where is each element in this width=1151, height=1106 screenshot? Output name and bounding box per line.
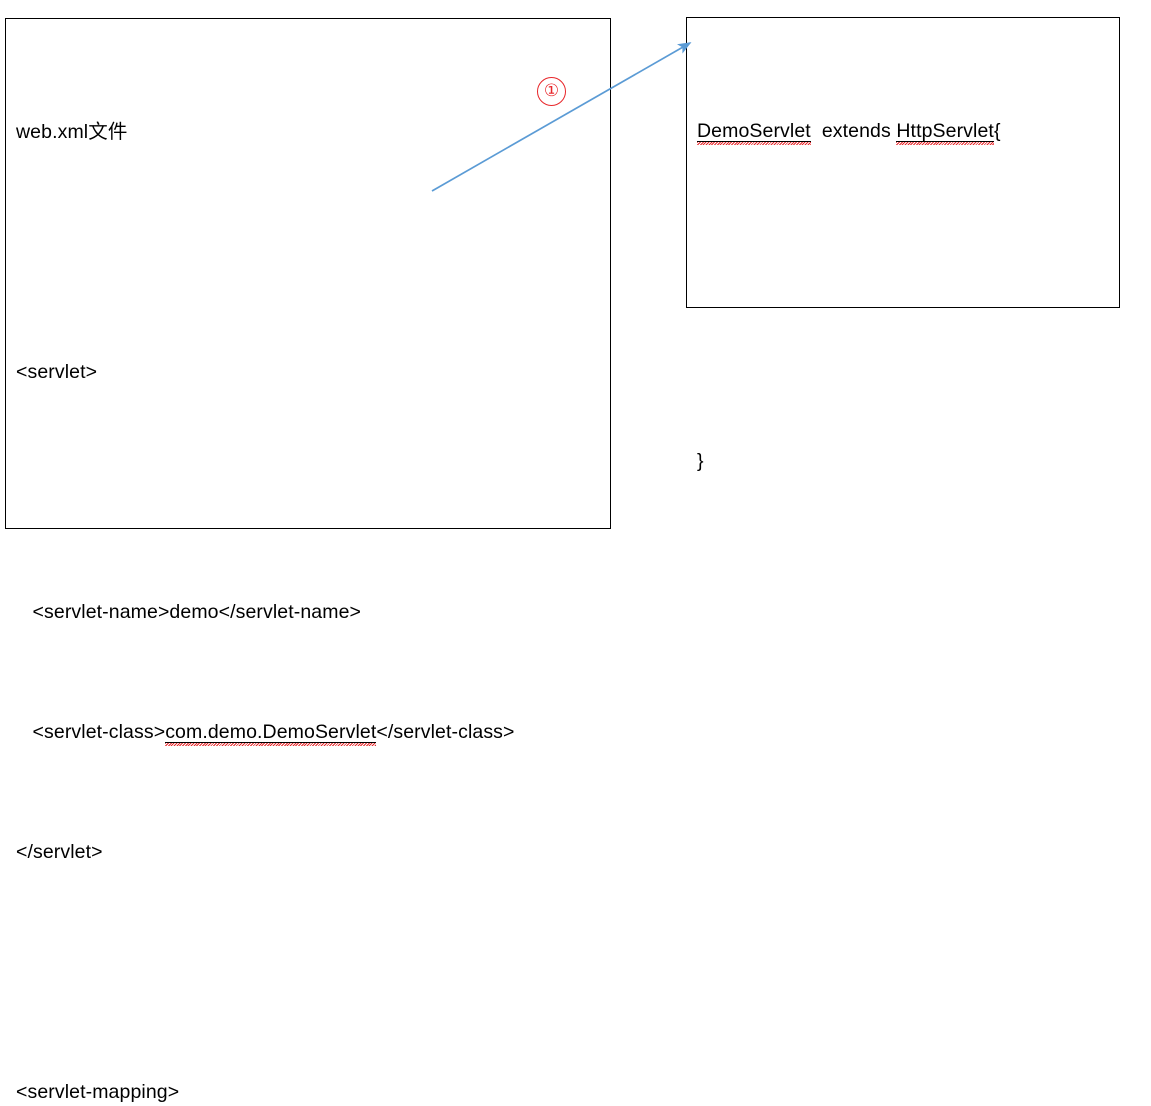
servlet-class-value-misspelled: com.demo.DemoServlet (165, 721, 377, 748)
servlet-class-open-tag: <servlet-class> (16, 721, 166, 743)
web-xml-code-block: web.xml文件 <servlet> <servlet-name>demo</… (16, 27, 606, 1106)
web-xml-servlet-name-line: <servlet-name>demo</servlet-name> (16, 601, 362, 623)
web-xml-title-line: web.xml文件 (16, 121, 128, 143)
web-xml-servlet-open-tag: <servlet> (16, 361, 98, 383)
java-code-block: DemoServlet extends HttpServlet{ } (697, 26, 1115, 566)
java-class-name-misspelled: DemoServlet (697, 120, 811, 147)
java-blank-line-2 (697, 326, 1115, 356)
web-xml-blank-line-1 (16, 237, 606, 267)
web-xml-blank-line-2 (16, 477, 606, 507)
web-xml-servlet-close-tag: </servlet> (16, 841, 103, 863)
web-xml-panel: web.xml文件 <servlet> <servlet-name>demo</… (5, 18, 611, 1103)
java-close-brace-line: } (697, 450, 704, 472)
java-blank-line-1 (697, 236, 1115, 266)
java-class-declaration-line: DemoServlet extends HttpServlet{ (697, 116, 1115, 147)
web-xml-servlet-mapping-open-tag: <servlet-mapping> (16, 1081, 180, 1103)
servlet-class-close-tag: </servlet-class> (376, 721, 515, 743)
java-super-class-misspelled: HttpServlet (896, 120, 994, 147)
java-class-panel: DemoServlet extends HttpServlet{ } (686, 17, 1120, 472)
web-xml-servlet-class-line: <servlet-class>com.demo.DemoServlet</ser… (16, 717, 606, 748)
java-open-brace: { (993, 120, 1001, 142)
java-extends-keyword: extends (810, 120, 897, 142)
web-xml-blank-line-3 (16, 957, 606, 987)
callout-number-1: ① (537, 77, 566, 106)
